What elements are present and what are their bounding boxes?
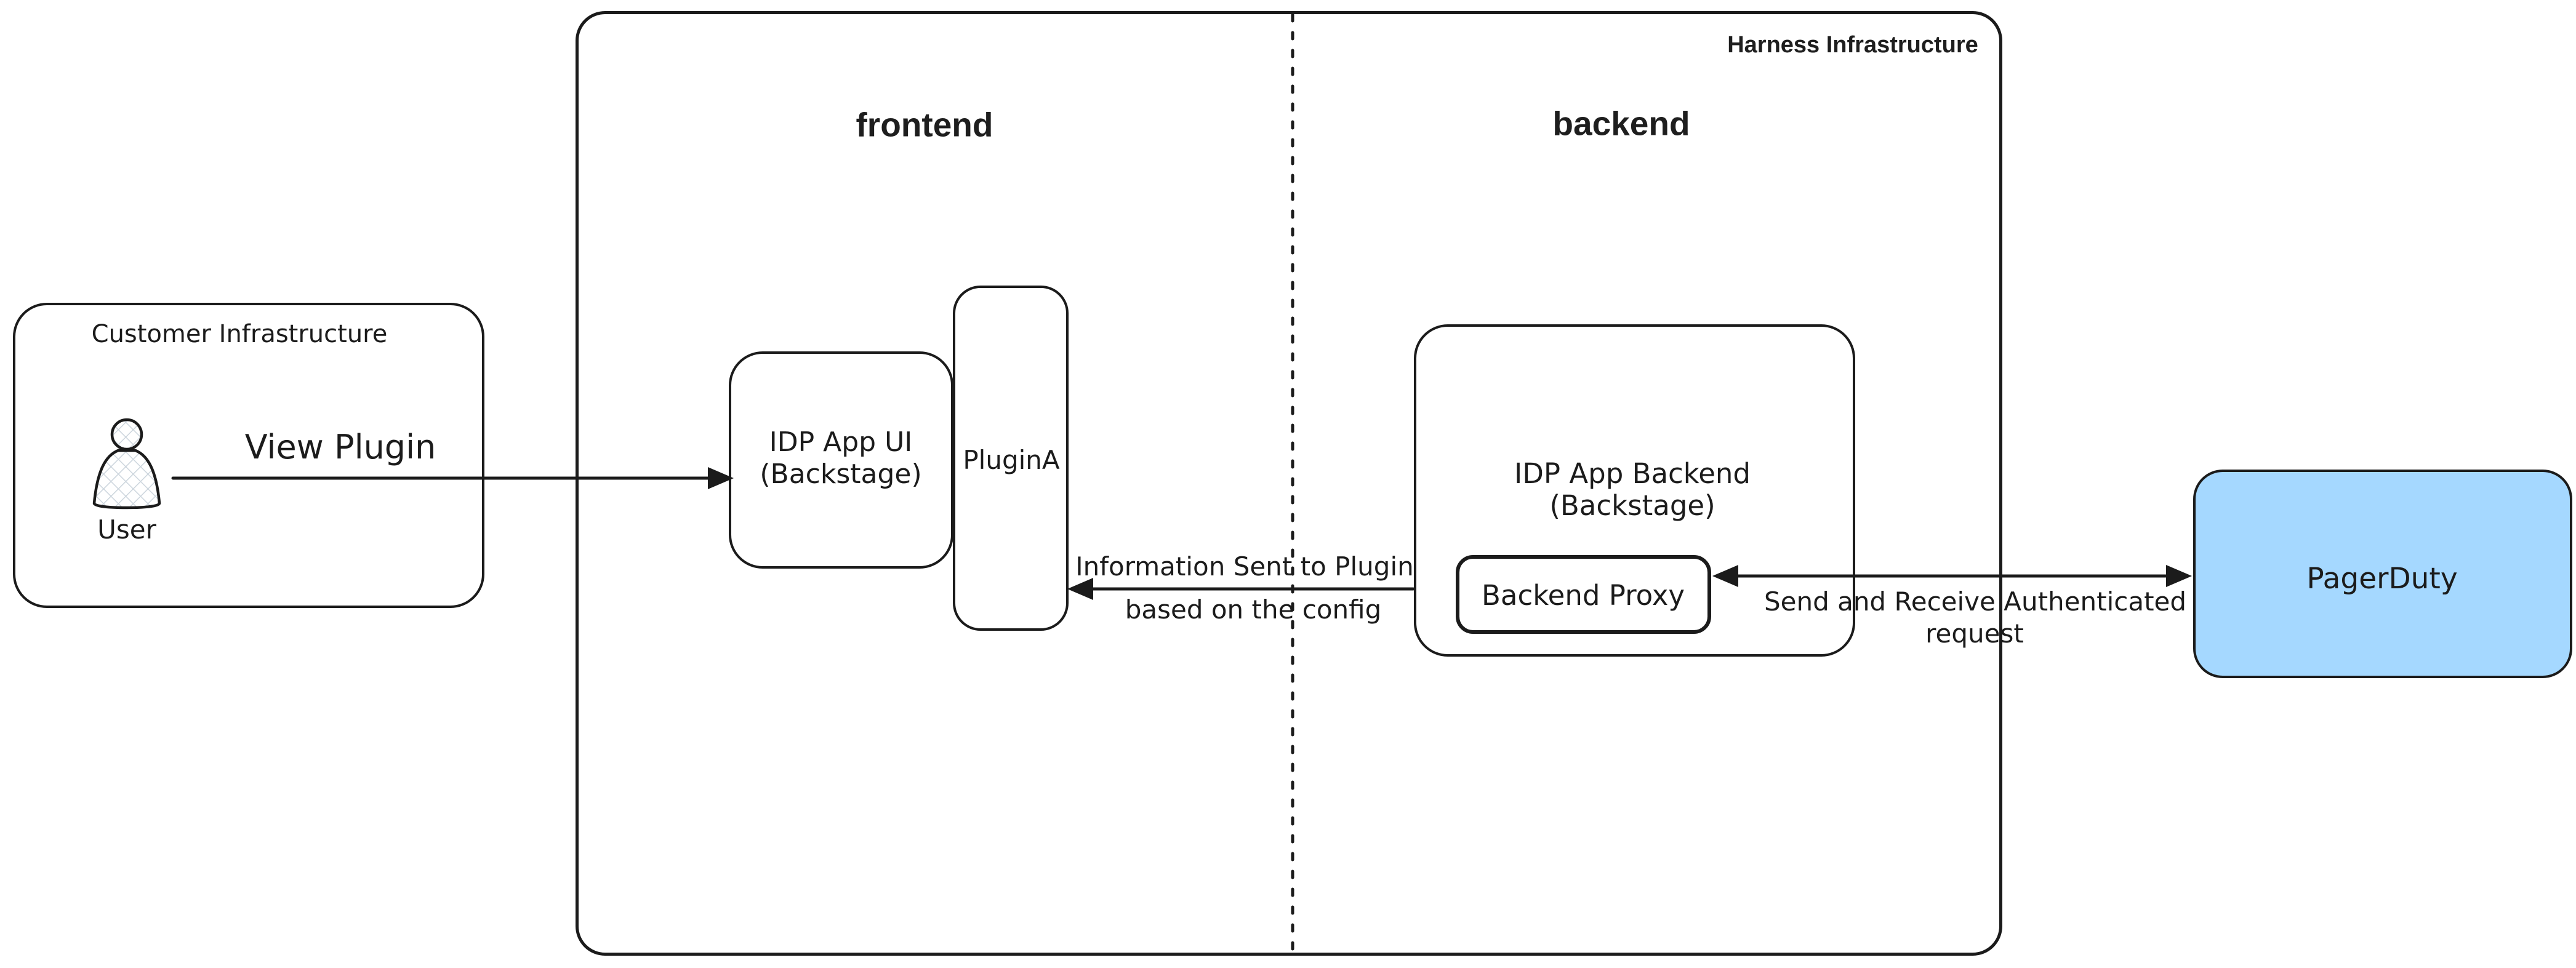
idp-app-ui-label: IDP App UI (Backstage) [760, 426, 921, 490]
idp-app-backend-subtitle: (Backstage) [1549, 489, 1715, 522]
pagerduty-box [2193, 470, 2572, 678]
view-plugin-arrow-label: View Plugin [244, 427, 436, 466]
idp-app-backend-label: IDP App Backend (Backstage) [1514, 458, 1751, 522]
backend-zone-label: backend [1552, 104, 1690, 143]
idp-app-ui-title: IDP App UI [769, 426, 913, 458]
pagerduty-sync-label-line2: request [1925, 618, 2024, 649]
customer-infrastructure-title: Customer Infrastructure [91, 320, 388, 348]
plugin-a-label: PluginA [963, 444, 1060, 475]
info-to-plugin-label-line1: Information Sent to Plugin [1075, 551, 1414, 582]
idp-app-ui-subtitle: (Backstage) [760, 458, 922, 490]
harness-infrastructure-box [576, 11, 2002, 956]
pagerduty-sync-label-line1: Send and Receive Authenticated [1763, 586, 2187, 617]
frontend-zone-label: frontend [856, 105, 993, 144]
pagerduty-label: PagerDuty [2306, 561, 2458, 596]
customer-infrastructure-box [13, 303, 484, 608]
idp-app-backend-title: IDP App Backend [1514, 457, 1751, 490]
harness-infrastructure-title: Harness Infrastructure [1727, 32, 1978, 58]
info-to-plugin-label-line2: based on the config [1125, 594, 1382, 625]
idp-app-ui-box [729, 351, 953, 569]
user-label: User [97, 514, 156, 545]
idp-app-backend-box [1414, 324, 1855, 657]
backend-proxy-box [1456, 555, 1711, 634]
plugin-a-box [953, 286, 1069, 631]
backend-proxy-label: Backend Proxy [1482, 579, 1685, 612]
